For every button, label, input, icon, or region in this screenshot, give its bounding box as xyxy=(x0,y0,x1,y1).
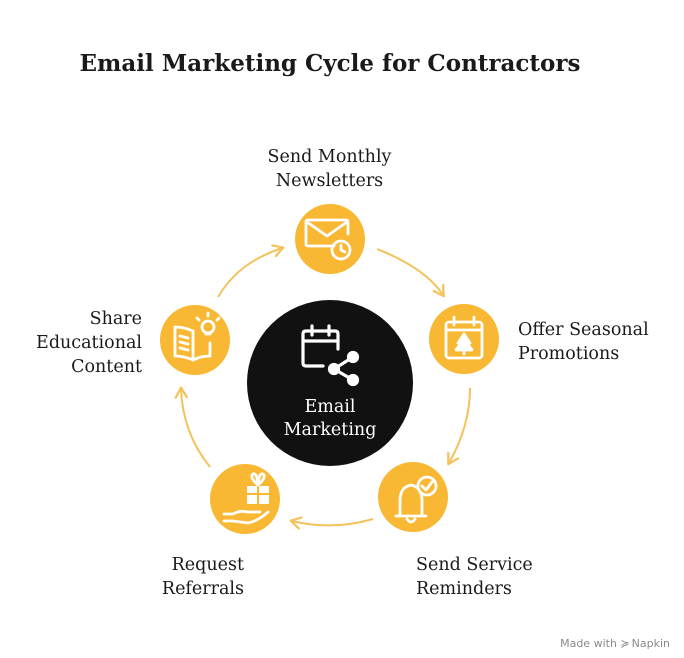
step-node-reminders xyxy=(378,462,448,532)
book-lightbulb-icon xyxy=(173,311,221,362)
calendar-share-icon xyxy=(301,324,360,387)
arrow-reminders-to-referrals xyxy=(289,516,374,530)
step-label-referrals: Request Referrals xyxy=(161,555,244,599)
step-node-newsletters xyxy=(295,204,365,274)
calendar-tree-icon xyxy=(444,315,484,360)
step-label-newsletters: Send Monthly Newsletters xyxy=(267,147,392,191)
envelope-clock-icon xyxy=(304,218,352,261)
center-label: Email Marketing xyxy=(283,397,377,440)
step-node-educational xyxy=(160,305,230,375)
arrow-promotions-to-reminders xyxy=(447,387,471,466)
hand-gift-icon xyxy=(222,472,270,525)
bell-check-icon xyxy=(394,475,438,524)
napkin-brand-text: Napkin xyxy=(631,637,670,650)
arrow-referrals-to-educational xyxy=(174,386,211,468)
napkin-logo-icon: ≽ xyxy=(620,637,630,650)
arrow-newsletters-to-promotions xyxy=(376,248,445,298)
diagram-title: Email Marketing Cycle for Contractors xyxy=(79,50,581,77)
step-label-promotions: Offer Seasonal Promotions xyxy=(518,320,649,364)
step-node-referrals xyxy=(210,464,280,534)
step-node-promotions xyxy=(429,304,499,374)
arrow-educational-to-newsletters xyxy=(217,244,285,298)
step-label-educational: Share Educational Content xyxy=(36,309,142,377)
center-node xyxy=(247,300,413,466)
made-with-text: Made with xyxy=(560,637,617,650)
made-with-napkin-footer: Made with ≽Napkin xyxy=(560,637,670,650)
step-label-reminders: Send Service Reminders xyxy=(416,555,533,599)
